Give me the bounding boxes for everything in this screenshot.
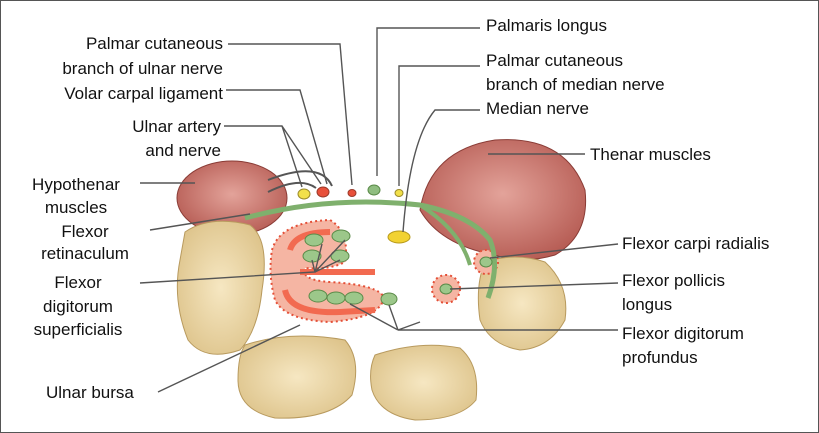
label-fpl-line2: longus [622,294,672,316]
carpal-bone-lower-left [238,336,356,418]
label-flexor-retinaculum-line2: retinaculum [10,243,160,265]
label-ulnar-artery-line1: Ulnar artery [132,116,221,138]
label-flexor-carpi-radialis: Flexor carpi radialis [622,233,769,255]
palmaris-longus-tendon [368,185,380,195]
carpal-bone-lower-right [371,345,477,420]
label-palmar-cutaneous-median-line2: branch of median nerve [486,74,665,96]
label-ulnar-artery-line2: and nerve [145,140,221,162]
tendon-fdp [309,290,327,302]
label-palmar-cutaneous-median-line1: Palmar cutaneous [486,50,623,72]
label-fdp-line2: profundus [622,347,698,369]
label-median-nerve: Median nerve [486,98,589,120]
label-thenar-muscles: Thenar muscles [590,144,711,166]
label-palmar-cutaneous-ulnar-line1: Palmar cutaneous [86,33,223,55]
label-palmaris-longus: Palmaris longus [486,15,607,37]
tendon-fds [305,234,323,246]
ulnar-artery [317,187,329,197]
palmar-cutaneous-median [395,190,403,197]
tendon-fdp [345,292,363,304]
median-nerve [388,231,410,243]
carpal-bone-ulnar [177,221,264,354]
label-flexor-retinaculum-line1: Flexor [10,221,160,243]
label-fdp-line1: Flexor digitorum [622,323,744,345]
label-volar-carpal-ligament: Volar carpal ligament [64,83,223,105]
label-palmar-cutaneous-ulnar-line2: branch of ulnar nerve [62,58,223,80]
label-fds-line2: digitorum [8,296,148,318]
label-ulnar-bursa: Ulnar bursa [46,382,134,404]
label-fds-line3: superficialis [8,319,148,341]
palmar-cutaneous-ulnar [348,190,356,197]
label-hypothenar-line2: muscles [12,197,140,219]
label-fpl-line1: Flexor pollicis [622,270,725,292]
tendon-fdp [381,293,397,305]
tendon-fds [332,230,350,242]
ulnar-nerve [298,189,310,199]
tendon-fdp [327,292,345,304]
label-fds-line1: Flexor [8,272,148,294]
label-hypothenar-line1: Hypothenar [12,174,140,196]
